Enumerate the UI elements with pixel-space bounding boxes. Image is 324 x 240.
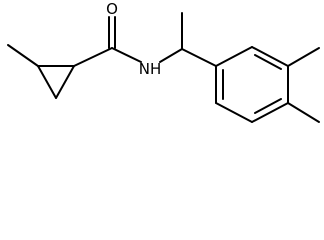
bond-ring-4 [251, 102, 289, 123]
bond-nitrogen-methine [159, 48, 183, 63]
bond-cyclopropyl-left [37, 65, 57, 99]
bond-carbonyl-nitrogen [111, 47, 142, 63]
bond-ring-methyl-upper [287, 47, 320, 67]
bond-cyclopropyl-right [55, 65, 75, 99]
molecule-drawing: O NH [7, 0, 320, 123]
bond-ring-5 [215, 102, 253, 123]
nitrogen-atom-label: NH [139, 60, 162, 78]
bond-methine-ring [181, 48, 217, 67]
bond-ring-inner-a [254, 54, 282, 70]
bond-methyl-cyclopropyl [7, 44, 39, 67]
bond-ring-carbonyl [73, 47, 113, 67]
bond-ring-2 [251, 46, 289, 67]
bond-ring-inner-b [254, 98, 282, 114]
structure-diagram: O NH [7, 0, 320, 123]
oxygen-atom-label: O [106, 0, 118, 18]
bond-ring-methyl-lower [287, 102, 320, 123]
bond-ring-1 [215, 46, 253, 67]
